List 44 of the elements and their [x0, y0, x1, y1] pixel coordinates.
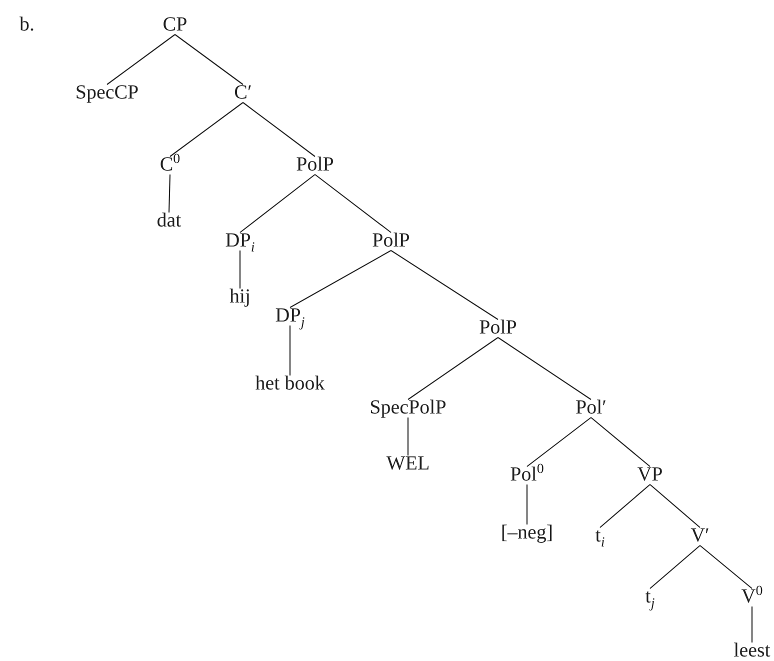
tree-node-label: PolP [371, 230, 411, 252]
tree-node-label: CP [162, 14, 188, 36]
tree-branch [751, 606, 753, 642]
tree-node-label: C′ [233, 82, 253, 104]
tree-branch [498, 337, 592, 400]
tree-branch [700, 545, 752, 589]
leaf-word: [–neg] [500, 522, 554, 544]
tree-node-label: SpecPolP [368, 398, 448, 418]
tree-node-label: V$^{0}$ [740, 586, 764, 608]
tree-branch [650, 545, 700, 589]
tree-node-label: PolP [478, 318, 518, 338]
tree-node-label: DP$_{i}$ [224, 230, 256, 252]
leaf-word: dat [156, 210, 182, 232]
tree-branch [290, 250, 392, 308]
leaf-word: leest [732, 640, 772, 661]
tree-branch [526, 417, 592, 467]
tree-node-label: Pol′ [574, 398, 608, 418]
tree-branch [650, 484, 700, 528]
tree-node-label: VP [636, 464, 664, 486]
tree-branch [170, 102, 244, 157]
tree-branch [289, 326, 291, 376]
example-label: b. [18, 14, 36, 36]
leaf-word: hij [228, 286, 252, 308]
tree-branch [314, 174, 392, 233]
leaf-word: het book [254, 374, 326, 394]
tree-branch [600, 484, 650, 528]
leaf-word: SpecCP [74, 82, 140, 104]
tree-node-label: C$^{0}$ [158, 154, 182, 176]
tree-branch [407, 418, 409, 456]
tree-branch [590, 417, 650, 467]
tree-branch [408, 337, 498, 400]
tree-branch [174, 34, 244, 85]
tree-branch [106, 34, 176, 85]
leaf-word: t$_{i}$ [594, 526, 606, 546]
tree-branch [240, 174, 316, 233]
tree-branch [239, 250, 241, 288]
tree-branch [526, 484, 528, 524]
tree-branch [168, 174, 171, 213]
leaf-word: WEL [385, 454, 431, 474]
tree-node-label: V′ [690, 526, 710, 546]
tree-node-label: Pol$^{0}$ [509, 464, 545, 486]
tree-branch [242, 102, 316, 157]
tree-branch [390, 250, 498, 320]
tree-node-label: PolP [295, 154, 335, 176]
